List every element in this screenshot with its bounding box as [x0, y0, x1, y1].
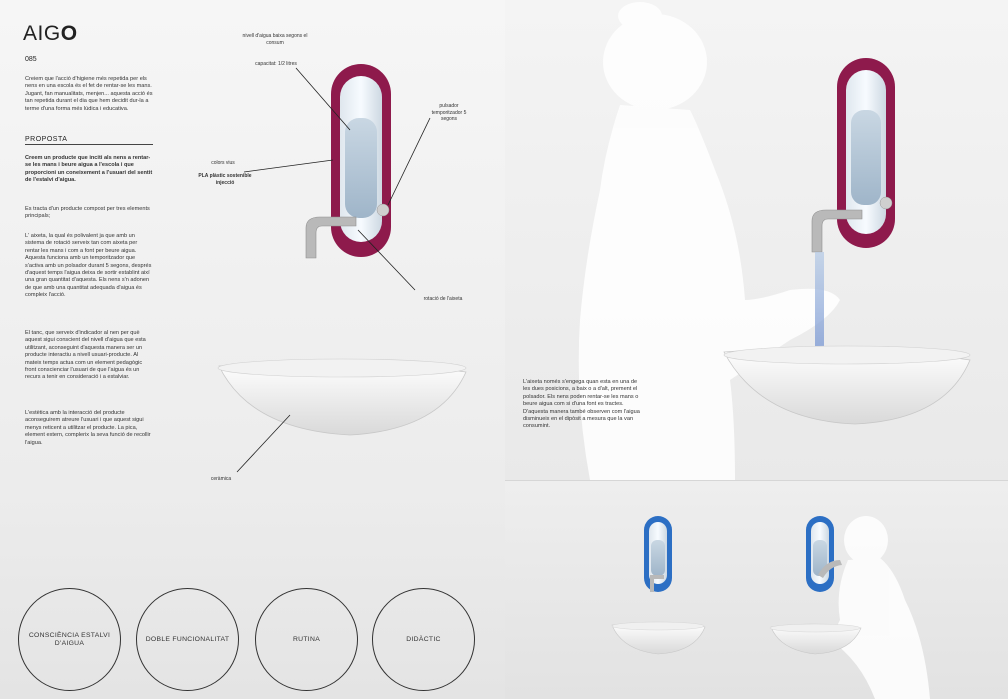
body-paragraph-2: L' aixeta, la qual és polivalent ja que … [25, 233, 152, 299]
usage-caption: L'aixeta només s'engega quan esta en una… [523, 379, 640, 430]
annotation-push-button: pulsador temporitzador 5 segons [431, 103, 467, 123]
project-code: 085 [25, 56, 37, 63]
concept-circle-water-saving: CONSCIÈNCIA ESTALVI D'AIGUA [18, 588, 121, 691]
dispenser-blue-small-right [806, 516, 842, 592]
intro-paragraph: Creiem que l'acció d'higiene més repetid… [25, 76, 153, 112]
project-title: AIGO [23, 22, 78, 46]
dispenser-blue-small-left [644, 516, 672, 592]
annotation-material: PLA plàstic sostenible injecció [198, 173, 252, 186]
child-silhouette-small [830, 516, 930, 699]
body-paragraph-3: El tanc, que serveix d'indicador al nen … [25, 330, 146, 381]
tap-left [305, 216, 357, 259]
dispenser-magenta-left [331, 64, 391, 257]
dispenser-magenta-right [837, 58, 895, 248]
left-panel-background [0, 0, 505, 699]
concept-circle-routine: RUTINA [255, 588, 358, 691]
water-stream [815, 252, 824, 362]
body-paragraph-4: L'estètica amb la interacció del product… [25, 410, 151, 446]
annotation-colors: colors vius [211, 160, 235, 166]
annotation-water-level: nivell d'aigua baixa segons el consum [242, 33, 308, 46]
basin-small-right [769, 623, 862, 655]
body-paragraph-1: Es tracta d'un producte compost per tres… [25, 206, 150, 220]
annotation-capacity: capacitat: 1/2 litres [255, 61, 297, 67]
title-bold-letter: O [60, 22, 78, 45]
title-prefix: AIG [23, 22, 61, 45]
proposal-paragraph: Creem un producte que inciti als nens a … [25, 155, 153, 184]
tap-right [811, 209, 863, 253]
annotation-tap-rotation: rotació de l'aixeta [423, 296, 463, 302]
basin-left [217, 358, 467, 436]
basin-small-left [611, 621, 706, 655]
section-heading: PROPOSTA [25, 136, 153, 145]
annotation-leaders [236, 67, 431, 473]
concept-circle-dual-function: DOBLE FUNCIONALITAT [136, 588, 239, 691]
child-silhouette [578, 2, 840, 480]
annotation-ceramic: ceràmica [210, 476, 232, 482]
basin-right [723, 345, 971, 425]
concept-circle-didactic: DIDÀCTIC [372, 588, 475, 691]
